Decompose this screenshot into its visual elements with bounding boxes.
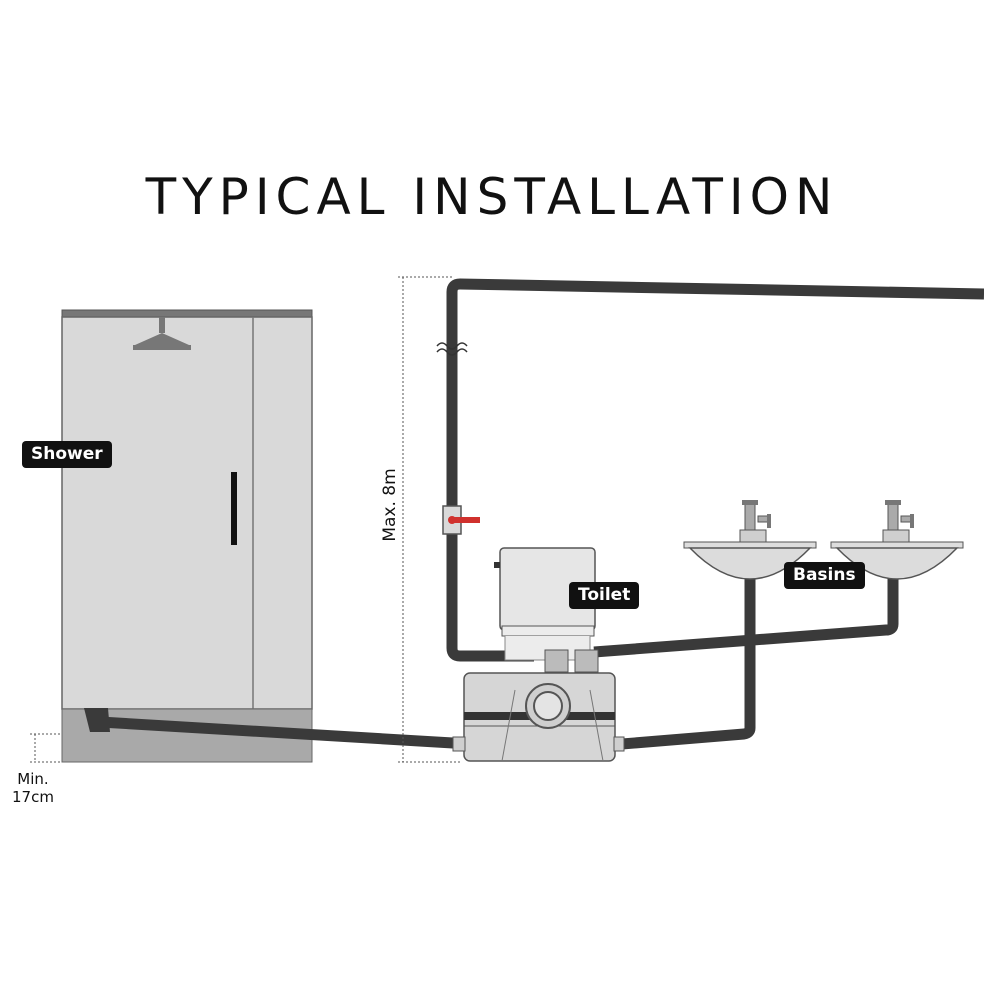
min-height-label-line1: Min. [17,770,49,788]
shower-inlet-pipe [99,716,454,749]
pipe-break-icon [436,342,468,356]
max-height-label: Max. 8m [380,468,400,542]
discharge-riser-pipe [446,278,984,662]
toilet-label: Toilet [569,582,640,609]
diagram-title: TYPICAL INSTALLATION [145,168,839,226]
valve-icon [442,505,480,535]
door-handle [231,472,237,545]
min-height-label: Min. 17cm [8,770,58,806]
basins-label: Basins [784,562,865,589]
basin-2 [830,500,964,580]
discharge-pipes [99,278,984,750]
basin-1 [683,500,817,580]
min-height-label-line2: 17cm [12,788,54,806]
toilet [494,547,599,673]
shower-label: Shower [22,441,112,468]
shower-cabinet [61,309,313,763]
basin-1-drain-pipe [621,578,756,750]
min-height-dimension [30,733,62,763]
max-height-dimension [398,276,462,763]
shower-head-icon [133,317,191,350]
basin-2-drain-pipe [593,578,899,658]
macerator-pump [452,672,625,762]
